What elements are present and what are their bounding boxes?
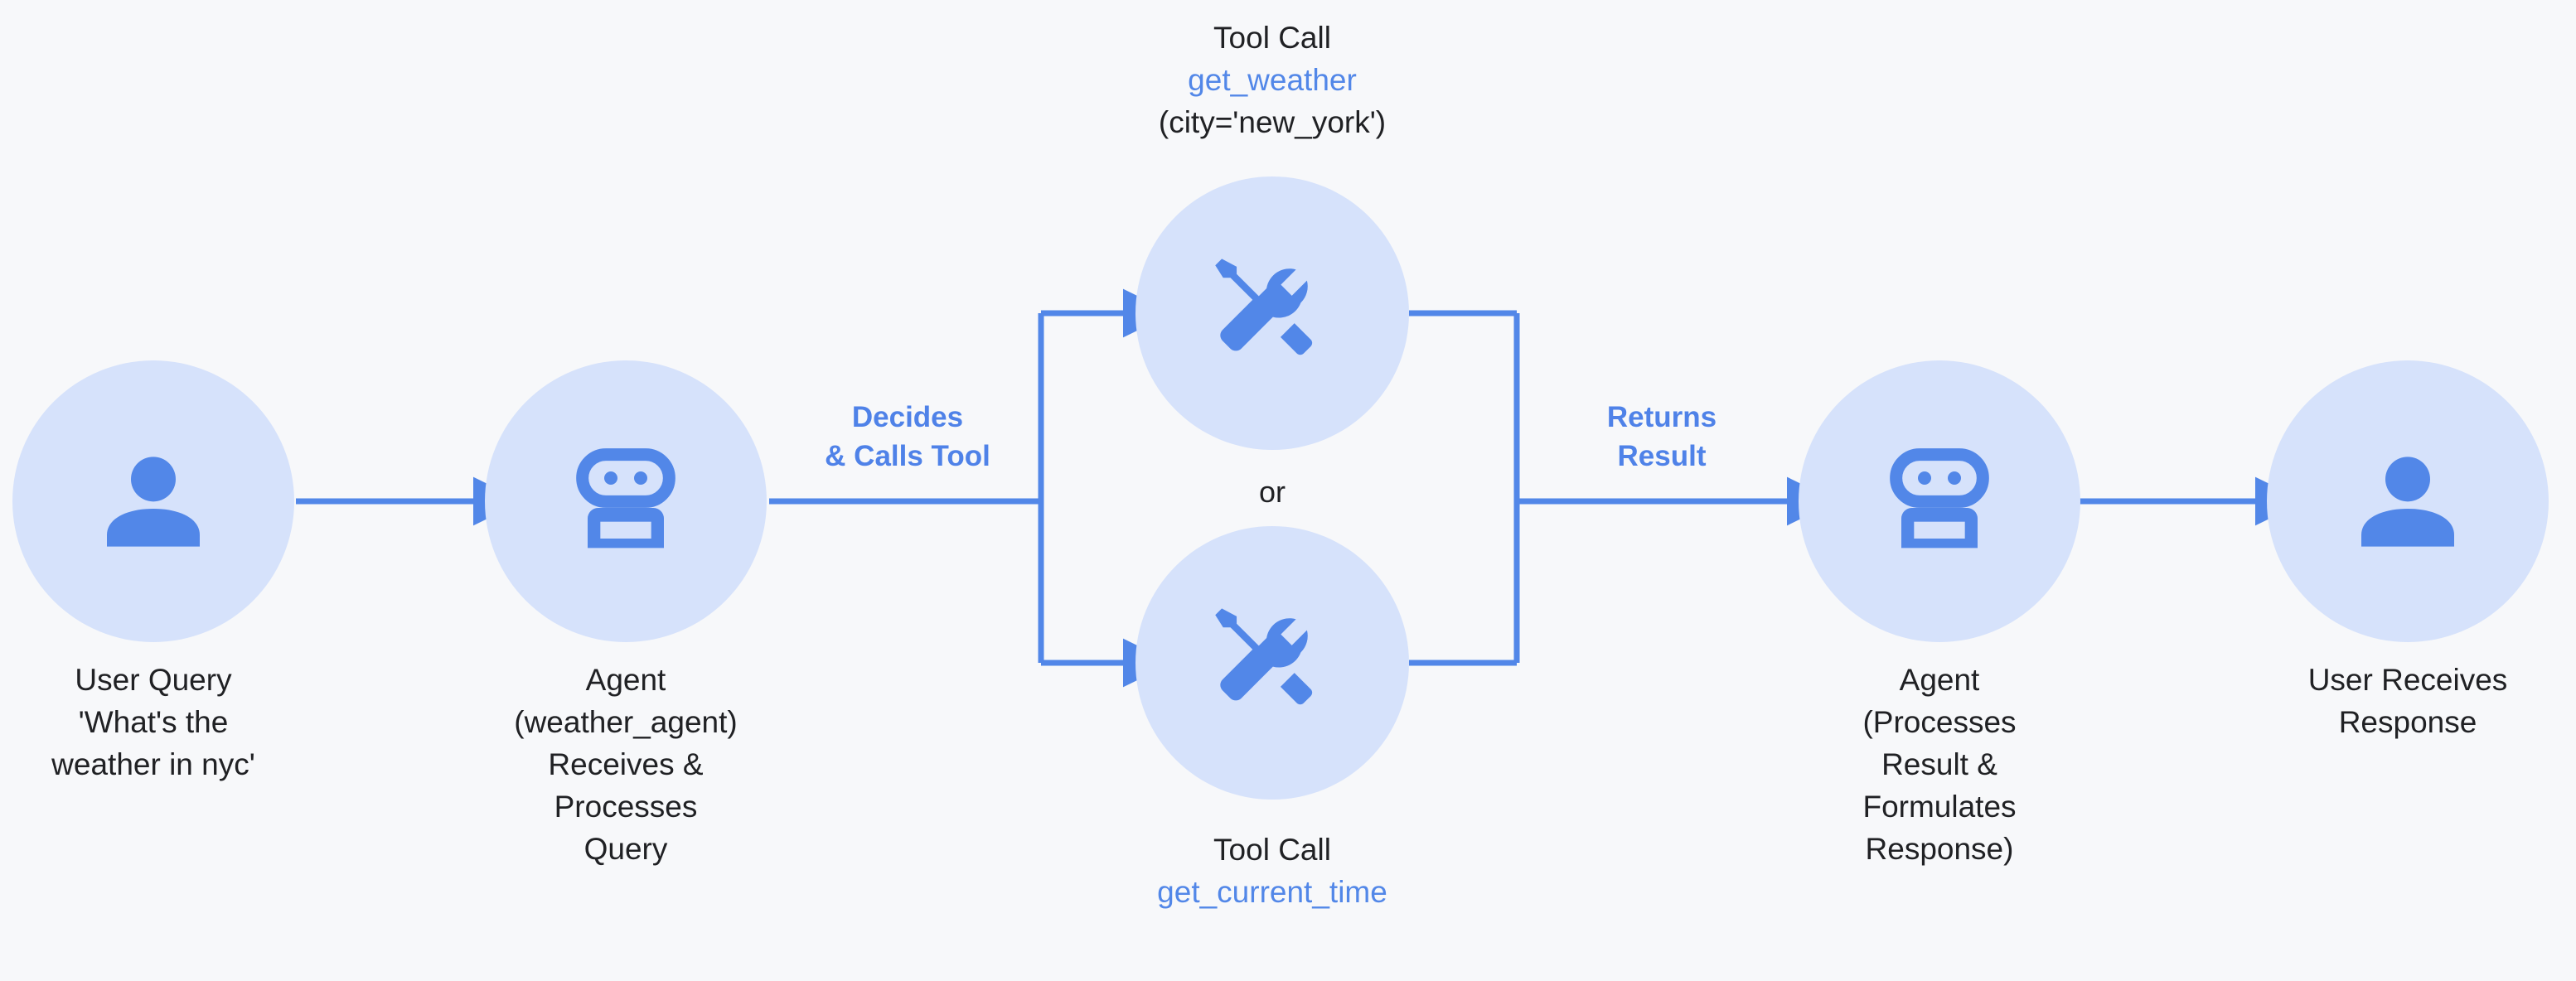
edge-label-returns: Returns Result (1606, 401, 1717, 473)
robot-icon (1873, 435, 2006, 568)
tool-call-label-top: Tool Call (1213, 21, 1331, 55)
tool-args-get-weather: (city='new_york') (1158, 105, 1387, 140)
tool-call-label-bottom: Tool Call (1213, 833, 1331, 867)
node-user-query[interactable] (12, 360, 294, 642)
node-tool-get-current-time[interactable] (1135, 526, 1409, 800)
node-agent-receives[interactable] (485, 360, 767, 642)
tool-name-get-weather: get_weather (1188, 63, 1357, 98)
tools-icon (1210, 601, 1334, 725)
or-label: or (1258, 475, 1286, 509)
edge-label-decides: Decides & Calls Tool (825, 401, 990, 473)
tools-icon (1210, 251, 1334, 375)
node-user-receives[interactable] (2267, 360, 2549, 642)
caption-agent-processes: Agent (Processes Result & Formulates Res… (1862, 663, 2017, 867)
robot-icon (559, 435, 692, 568)
caption-user-receives: User Receives Response (2307, 663, 2508, 740)
user-icon (87, 435, 220, 568)
tool-name-get-current-time: get_current_time (1157, 875, 1387, 910)
caption-agent-receives: Agent (weather_agent) Receives & Process… (514, 663, 738, 867)
node-tool-get-weather[interactable] (1135, 176, 1409, 450)
caption-tool-get-weather: Tool Call get_weather (city='new_york') (1098, 17, 1446, 143)
caption-tool-get-current-time: Tool Call get_current_time (1098, 829, 1446, 913)
user-icon (2341, 435, 2474, 568)
caption-user-query: User Query 'What's the weather in nyc' (51, 663, 255, 782)
node-agent-processes[interactable] (1799, 360, 2080, 642)
